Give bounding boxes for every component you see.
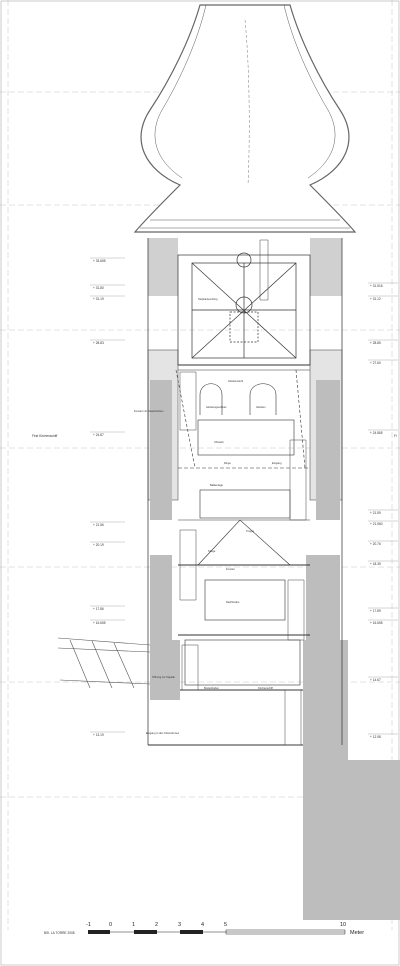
right-elevation-3: + 27.60	[370, 361, 381, 365]
left-elevation-8: + 16.655	[93, 621, 106, 625]
scale-segment-2	[134, 930, 157, 934]
right-elevation-4: + 24.865	[370, 431, 383, 435]
annotation-2: Glockenstuhl	[228, 379, 243, 383]
scale-segment-0	[88, 930, 110, 934]
annotation-10: Balkenlage	[210, 483, 223, 487]
annotation-9: Uhrwerk	[214, 440, 224, 444]
right-elevation-5: + 21.59	[370, 511, 381, 515]
external-roof-stair	[57, 637, 151, 689]
right-elevation-7: + 20.76	[370, 542, 381, 546]
annotation-12: Fenster	[226, 567, 235, 571]
annotation-4: Ringe	[224, 461, 231, 465]
right-elevation-12: + 12.98	[370, 735, 381, 739]
scale-tick-5: 4	[201, 922, 204, 928]
credit-line: BSI. LA TORRE 2008	[44, 931, 75, 935]
scale-segment-5	[225, 929, 346, 935]
annotation-14: Dachboden	[226, 600, 240, 604]
annotation-1: Stephanieonhing	[198, 297, 218, 301]
scale-segment-4	[180, 930, 203, 934]
scale-bar: -1 0 1 2 3 4 5 10 Meter BSI. LA TORRE 20…	[44, 922, 364, 936]
annotation-3: Bretterboden	[204, 686, 220, 690]
left-elevation-3: + 28.83	[93, 341, 104, 345]
interior-structure	[148, 369, 310, 746]
scale-tick-0: -1	[86, 922, 91, 928]
left-elevation-1: + 31.80	[93, 286, 104, 290]
right-elevation-10: + 16.655	[370, 621, 383, 625]
right-elevation-0: + 31.516	[370, 284, 383, 288]
right-elevation-11: + 14.67	[370, 678, 381, 682]
annotation-8: Glocken	[256, 405, 266, 409]
left-elevation-5: + 21.56	[93, 523, 104, 527]
left-elevation-2: + 31.19	[93, 297, 104, 301]
scale-tick-1: 0	[109, 922, 112, 928]
right-side-label: Fi	[394, 434, 397, 438]
annotation-13: Stiege	[208, 549, 216, 553]
scale-tick-4: 3	[178, 922, 181, 928]
annotation-5: Eingang	[272, 461, 282, 465]
interior-annotations: Eingang in den Uhrentürmen Stephanieonhi…	[134, 297, 282, 735]
scale-unit: Meter	[350, 930, 364, 936]
left-elevation-6: + 20.19	[93, 543, 104, 547]
scale-tick-7: 10	[340, 922, 346, 928]
tower-walls	[147, 238, 400, 920]
annotation-15: Öffnung zur Kapelle	[152, 675, 175, 679]
onion-dome	[133, 4, 357, 233]
annotation-6: Fenster mit Glasscheiben	[134, 409, 164, 413]
scale-tick-3: 2	[155, 922, 158, 928]
scale-tick-2: 1	[132, 922, 135, 928]
annotation-11: Treppe	[246, 529, 255, 533]
right-elevation-1: + 31.12	[370, 297, 381, 301]
annotation-0: Eingang in den Uhrentürmen	[146, 731, 180, 735]
left-elevation-markers: + 33.655 + 31.80 + 31.19 + 28.83 + 24.87…	[90, 257, 125, 737]
left-elevation-7: + 17.86	[93, 607, 104, 611]
right-elevation-markers: + 31.516 + 31.12 + 28.85 + 27.60 + 24.86…	[368, 282, 398, 739]
left-elevation-4: + 24.87	[93, 433, 104, 437]
right-elevation-6: + 21.560	[370, 522, 383, 526]
scale-tick-6: 5	[224, 922, 227, 928]
left-elevation-9: + 13.19	[93, 733, 104, 737]
right-elevation-2: + 28.85	[370, 341, 381, 345]
left-elevation-0: + 33.655	[93, 259, 106, 263]
left-side-label: First Kirchenschiff	[32, 434, 57, 438]
right-elevation-8: + 18.35	[370, 562, 381, 566]
annotation-16: Kirchenschiff	[258, 686, 273, 690]
stairs	[179, 239, 307, 746]
annotation-7: Glockengeschoss	[206, 405, 227, 409]
right-elevation-9: + 17.89	[370, 609, 381, 613]
bell-frame	[177, 252, 311, 371]
